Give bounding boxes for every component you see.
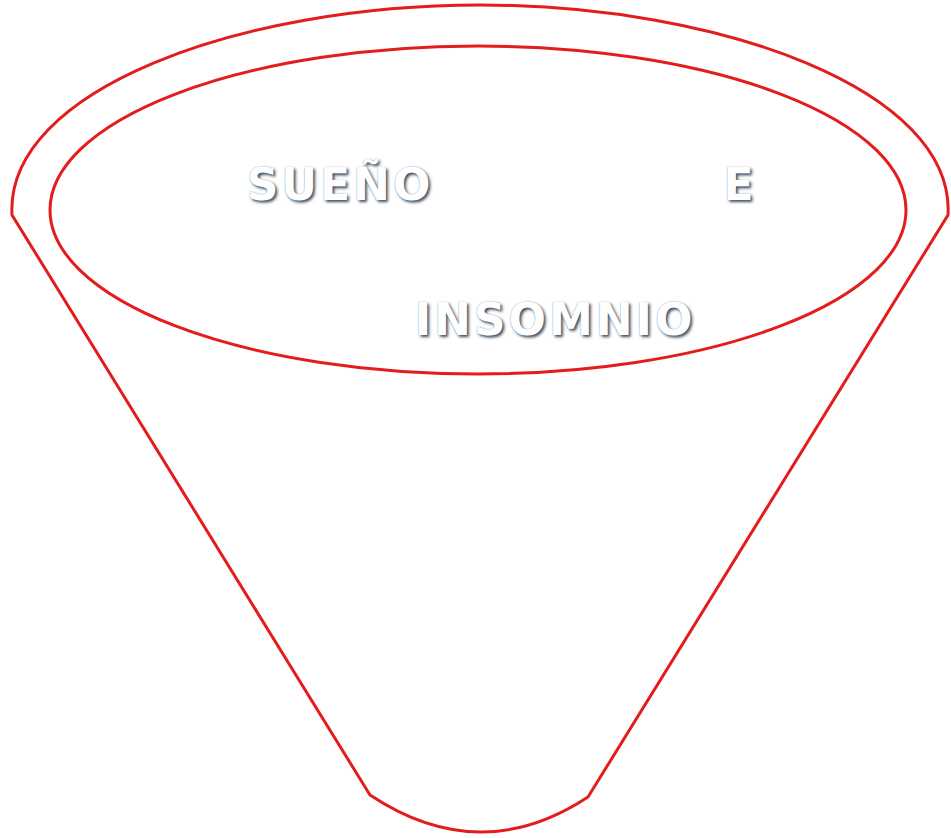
sleep-illustration — [842, 485, 951, 718]
funnel-rim — [50, 46, 906, 374]
shadow-ellipse — [282, 271, 862, 415]
node-label: INSOMNIO — [415, 296, 696, 344]
node-label: E — [723, 161, 756, 209]
funnel-shape — [12, 5, 948, 832]
side-panel — [0, 430, 38, 775]
ellipse-node: E — [585, 104, 905, 276]
ellipse-node: INSOMNIO — [265, 260, 845, 400]
node-label: SUEÑO — [247, 161, 434, 209]
ellipse-node: SUEÑO — [85, 104, 615, 276]
shadow-ellipse — [603, 74, 933, 270]
